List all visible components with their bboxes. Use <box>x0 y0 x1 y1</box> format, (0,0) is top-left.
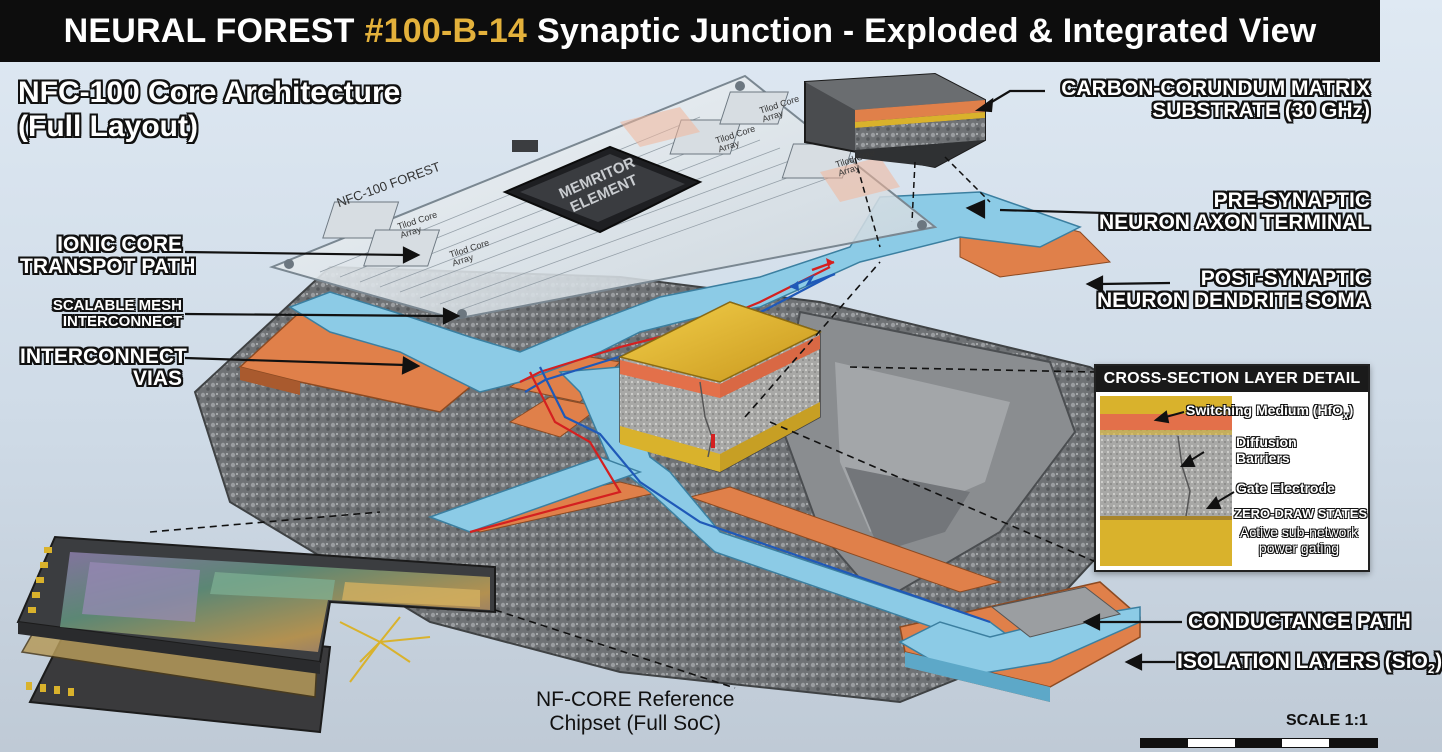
presyn-line2: NEURON AXON TERMINAL <box>1098 211 1370 235</box>
vias-line1: INTERCONNECT <box>20 345 187 368</box>
substrate-line2: SUBSTRATE (30 GHz) <box>1152 99 1370 123</box>
diagram-drawing <box>16 72 1182 734</box>
mesh-line2: INTERCONNECT <box>62 312 182 330</box>
postsyn-line1: POST-SYNAPTIC <box>1200 267 1370 290</box>
isolation-callout: ISOLATION LAYERS (SiO2) <box>1177 650 1442 677</box>
architecture-title: NFC-100 Core Architecture (Full Layout) <box>18 76 400 143</box>
title-suffix: Synaptic Junction - Exploded & Integrate… <box>537 11 1317 50</box>
cross-section-arrows <box>1153 410 1235 509</box>
signal-arrows-icon <box>789 258 836 291</box>
title-bar: NEURAL FOREST #100-B-14 Synaptic Junctio… <box>0 0 1380 62</box>
presynaptic-callout: PRE-SYNAPTIC NEURON AXON TERMINAL <box>1098 189 1370 235</box>
isolation-prefix: ISOLATION LAYERS (SiO <box>1177 650 1428 673</box>
isolation-suffix: ) <box>1435 650 1442 673</box>
title-id: #100-B-14 <box>364 11 528 50</box>
reference-chipset-label: NF-CORE Reference Chipset (Full SoC) <box>536 688 734 735</box>
postsynaptic-callout: POST-SYNAPTIC NEURON DENDRITE SOMA <box>1096 267 1370 313</box>
reference-chipset <box>16 535 496 734</box>
vias-line2: VIAS <box>132 367 182 391</box>
substrate-cutaway <box>804 72 991 248</box>
diffusion-line2: Barriers <box>1236 450 1290 467</box>
ionic-line1: IONIC CORE <box>57 233 182 256</box>
switching-prefix: Switching Medium (HfO <box>1186 402 1344 418</box>
active-line2: power gating <box>1258 540 1340 557</box>
dashed-leaders <box>149 261 1097 689</box>
scale-label: SCALE 1:1 <box>1286 712 1368 729</box>
cross-section-drawing <box>1100 396 1232 566</box>
architecture-title-line1: NFC-100 Core Architecture <box>18 76 401 109</box>
switching-sub: x <box>1343 410 1349 422</box>
active-gating-label: Active sub-network power gating <box>1236 524 1362 556</box>
cross-section-body: Switching Medium (HfOx) Diffusion Barrie… <box>1096 392 1368 570</box>
callout-arrows <box>184 89 1182 671</box>
scale-bar <box>1140 738 1378 748</box>
conductance-callout: CONDUCTANCE PATH <box>1188 610 1411 633</box>
substrate-line1: CARBON-CORUNDUM MATRIX <box>1061 77 1370 100</box>
exploded-glass-board <box>268 74 938 321</box>
cross-section-block <box>1100 396 1232 566</box>
title-prefix: NEURAL FOREST <box>63 11 355 50</box>
diffusion-line1: Diffusion <box>1236 434 1297 450</box>
zero-draw-label: ZERO-DRAW STATES <box>1234 506 1368 521</box>
silicon-pit <box>778 310 1077 604</box>
isolation-sub: 2 <box>1427 661 1436 677</box>
mesh-line1: SCALABLE MESH <box>52 297 182 314</box>
cross-section-panel: CROSS-SECTION LAYER DETAIL <box>1094 364 1370 572</box>
switching-suffix: ) <box>1348 402 1354 418</box>
gate-electrode-label: Gate Electrode <box>1236 480 1335 496</box>
switching-medium-label: Switching Medium (HfOx) <box>1186 402 1353 422</box>
active-line1: Active sub-network <box>1239 524 1359 540</box>
ionic-line2: TRANSPOT PATH <box>20 255 196 279</box>
ionic-core-callout: IONIC CORE TRANSPOT PATH <box>20 233 196 279</box>
architecture-title-line2: (Full Layout) <box>18 109 198 143</box>
mesh-callout: SCALABLE MESH INTERCONNECT <box>20 298 182 330</box>
vias-callout: INTERCONNECT VIAS <box>20 345 187 391</box>
blue-conductance-paths <box>288 191 1141 702</box>
substrate-callout: CARBON-CORUNDUM MATRIX SUBSTRATE (30 GHz… <box>1061 77 1370 123</box>
synaptic-junction-block <box>617 301 822 473</box>
diffusion-barriers-label: Diffusion Barriers <box>1236 434 1297 466</box>
reference-line1: NF-CORE Reference <box>536 688 735 711</box>
diagram-stage: NFC-100 FOREST MEMRITOR ELEMENT Tilod Co… <box>0 62 1442 752</box>
reference-line2: Chipset (Full SoC) <box>549 711 721 735</box>
cross-section-title: CROSS-SECTION LAYER DETAIL <box>1096 366 1368 392</box>
postsyn-line2: NEURON DENDRITE SOMA <box>1096 289 1370 313</box>
presyn-line1: PRE-SYNAPTIC <box>1213 189 1370 212</box>
